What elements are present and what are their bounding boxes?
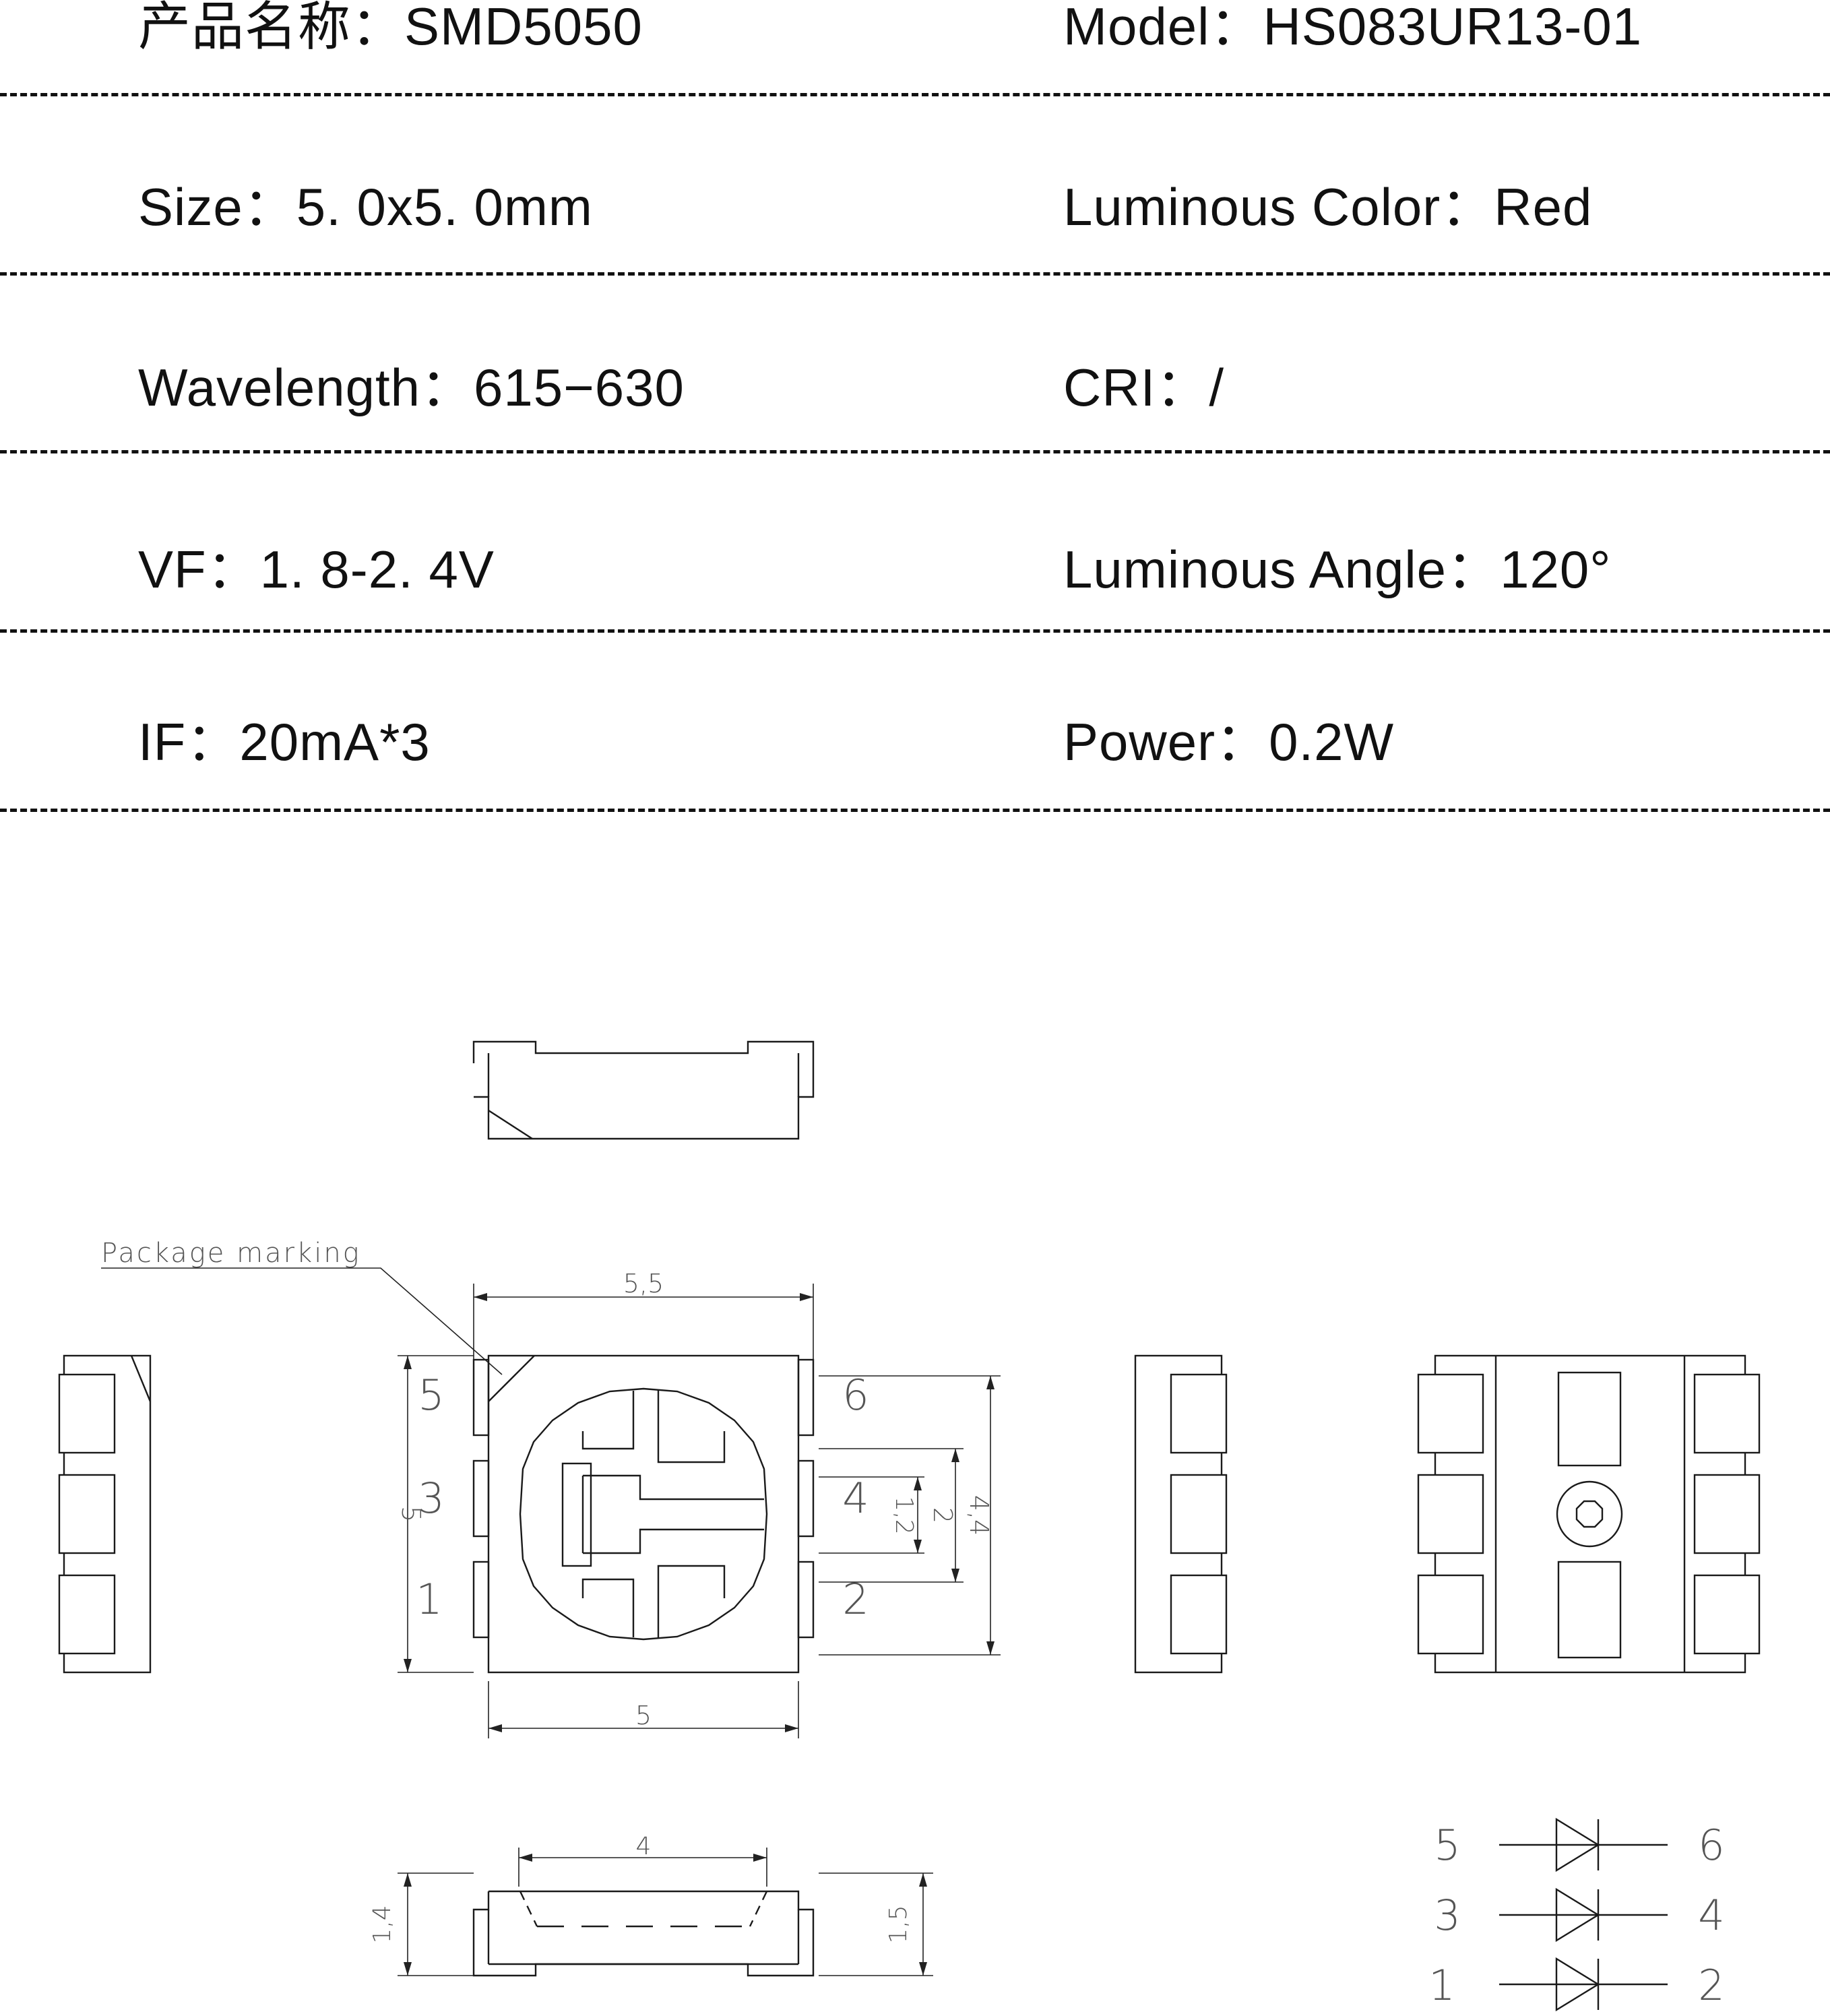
- dim-label-pad-width: 1,2: [890, 1496, 918, 1534]
- spec-product-name: 产品名称：SMD5050: [138, 0, 643, 56]
- marking-leader: [101, 1267, 503, 1375]
- dim-label-pad-span: 4,4: [964, 1495, 994, 1536]
- dim-label-body-width: 5: [635, 1701, 652, 1730]
- schematic: 5 6 3 4 1 2: [1428, 1817, 1725, 2012]
- top-side-view: [472, 1040, 815, 1140]
- divider: [0, 629, 1830, 633]
- dim-label-body-height: 5: [396, 1506, 426, 1522]
- spec-power: Power：0.2W: [1063, 712, 1395, 771]
- schematic-pin-1: 1: [1428, 1961, 1455, 2010]
- dim-top-width: 5,5: [473, 1269, 814, 1364]
- pin-label-1: 1: [416, 1575, 442, 1624]
- pin-label-3: 3: [418, 1474, 444, 1523]
- spec-size: Size：5. 0x5. 0mm: [138, 177, 593, 237]
- spec-vf: VF：1. 8-2. 4V: [138, 540, 495, 599]
- schematic-pin-6: 6: [1698, 1821, 1724, 1870]
- pin-label-4: 4: [842, 1474, 869, 1523]
- dim-label-bottom-width: 4: [636, 1833, 652, 1860]
- divider: [0, 93, 1830, 96]
- dim-body-width: 5: [488, 1681, 799, 1738]
- pin-label-5: 5: [418, 1371, 444, 1420]
- spec-luminous-color: Luminous Color：Red: [1063, 177, 1593, 237]
- dim-pads: 4,4 2 1,2: [819, 1375, 1001, 1656]
- bottom-side-view: 4 1,4 1,5: [369, 1833, 933, 1977]
- dim-label-top-width: 5,5: [623, 1269, 664, 1298]
- divider: [0, 809, 1830, 812]
- spec-if: IF：20mA*3: [138, 712, 431, 771]
- schematic-pin-4: 4: [1698, 1891, 1724, 1940]
- spec-luminous-angle: Luminous Angle：120°: [1063, 540, 1612, 599]
- dim-label-side-height-left: 1,4: [369, 1905, 396, 1943]
- dim-label-side-height-right: 1,5: [885, 1905, 912, 1943]
- right-side-view: [1134, 1354, 1228, 1674]
- bottom-view: [1417, 1354, 1761, 1674]
- spec-wavelength: Wavelength：615−630: [138, 358, 685, 417]
- schematic-pin-3: 3: [1434, 1891, 1460, 1940]
- schematic-pin-5: 5: [1434, 1821, 1460, 1870]
- pin-label-2: 2: [842, 1575, 869, 1624]
- main-body: [472, 1354, 815, 1674]
- dim-label-pad-pitch: 2: [928, 1507, 957, 1523]
- pin-labels: 5 3 1 6 4 2: [416, 1371, 869, 1624]
- dim-body-height: 5: [396, 1355, 474, 1673]
- divider: [0, 450, 1830, 453]
- spec-cri: CRI：/: [1063, 358, 1225, 417]
- pin-label-6: 6: [842, 1371, 869, 1420]
- left-side-view: [58, 1354, 152, 1674]
- package-marking-label: Package marking: [101, 1238, 361, 1269]
- spec-model: Model：HS083UR13-01: [1063, 0, 1643, 56]
- schematic-pin-2: 2: [1698, 1961, 1724, 2010]
- divider: [0, 272, 1830, 276]
